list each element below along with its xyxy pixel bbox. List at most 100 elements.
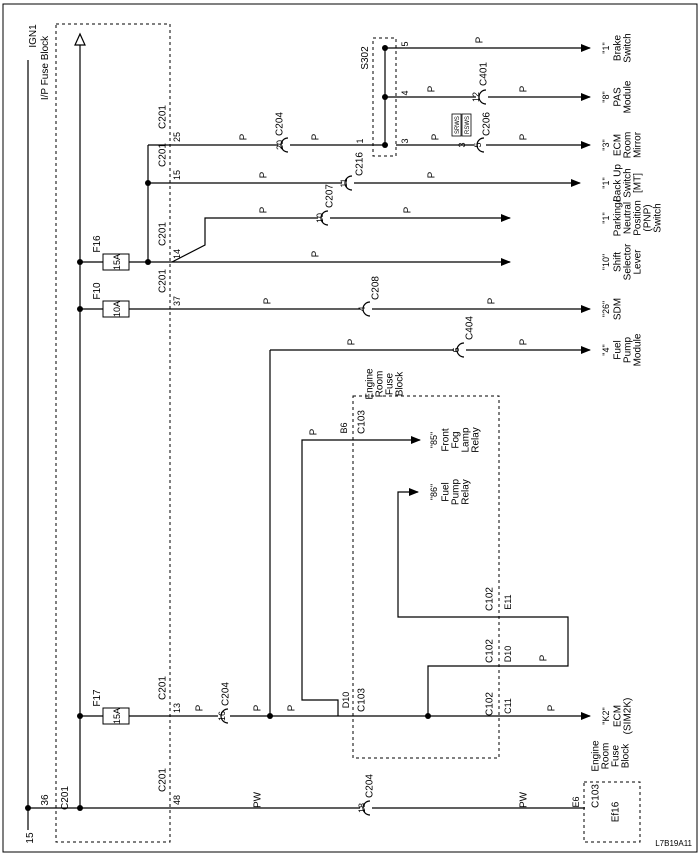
fuse-f16: F16 15A	[77, 235, 148, 271]
c201-pin: 14	[172, 249, 182, 259]
destination-name: Mirror	[633, 131, 644, 158]
connector-c204-c-name: C204	[365, 774, 376, 798]
junction-bus-bottom	[77, 805, 83, 811]
connector-c404-symbol	[456, 342, 465, 358]
c206-option-rsws: RSWS	[465, 116, 471, 134]
c201-label: C201	[158, 222, 169, 246]
destination-name: (SIM2K)	[623, 698, 634, 735]
relay-85-name: Front	[441, 428, 452, 452]
connector-c216-symbol	[344, 175, 353, 191]
fuse-f10-rating: 10A	[112, 301, 122, 317]
ef16-c103: C103	[591, 784, 602, 808]
connector-c401-name: C401	[479, 62, 490, 86]
fuse-f16-rating: 15A	[112, 254, 122, 270]
relay-86-name: Fuel	[441, 482, 452, 501]
wire-color-p: P	[403, 206, 414, 213]
relay-85-name: Relay	[471, 427, 482, 453]
ef16-block-outline	[583, 781, 641, 843]
connector-c204-b-pin: 16	[217, 711, 227, 721]
wire-color-pw: PW	[519, 791, 530, 808]
destination-name: PAS	[613, 87, 624, 107]
wire-color-p: P	[239, 133, 250, 140]
wire-d10-e11-loop	[397, 488, 569, 716]
c201-pin: 48	[172, 795, 182, 805]
destination-pin: "1"	[601, 177, 611, 188]
c201-pin: 13	[172, 703, 182, 713]
engine-room-fuse-block-title: Engine	[365, 368, 376, 400]
wire-color-p: P	[311, 133, 322, 140]
wire-color-p: P	[309, 428, 320, 435]
wire-color-p: P	[259, 171, 270, 178]
destination-name: Switch	[653, 203, 664, 232]
connector-c206-symbol	[476, 137, 485, 153]
connector-c207-pin: 10	[315, 213, 325, 223]
connector-c204-c-symbol	[362, 800, 371, 816]
c201-label: C201	[158, 143, 169, 167]
c206-option-srws: SRWS	[455, 116, 461, 134]
splice-pin-1: 1	[355, 138, 365, 143]
wire-color-p: P	[431, 133, 442, 140]
connector-c208-pin: 4	[357, 306, 367, 311]
wire-color-p: P	[195, 704, 206, 711]
fuse-f17: F17 15A	[77, 689, 218, 725]
destination-name: ECM	[613, 705, 624, 727]
splice-s302-outline	[372, 37, 397, 157]
engine-room-fuse-block-title: Block	[395, 371, 406, 396]
connector-c204-c-pin: 18	[357, 803, 367, 813]
wire-color-p: P	[259, 206, 270, 213]
er-c103-top: C103	[357, 410, 368, 434]
wire-color-p: P	[487, 297, 498, 304]
connector-c206-pin-b: 5	[473, 142, 483, 147]
page-number: 15	[25, 832, 36, 844]
connector-c404-pin: 6	[451, 347, 461, 352]
er-c102-d10: C102	[485, 639, 496, 663]
wire-color-p: P	[539, 654, 550, 661]
ip-fuse-block-label: I/P Fuse Block	[40, 35, 51, 100]
c206-option-srws-box	[451, 113, 462, 137]
er-pin-b6: B6	[339, 422, 349, 433]
destination-name: Room	[623, 132, 634, 159]
wire-color-p: P	[519, 338, 530, 345]
ign1-label: IGN1	[28, 24, 39, 48]
connector-c207-symbol	[320, 210, 329, 226]
destination-pin: "1"	[601, 212, 611, 223]
destination-name: Lever	[633, 249, 644, 275]
c201-pin: 37	[172, 296, 182, 306]
destination-name: Module	[623, 80, 634, 113]
relay-86-name: Relay	[461, 479, 472, 505]
engine-room-fuse-block-outline	[352, 395, 500, 759]
connector-c204-a-name: C204	[275, 112, 286, 136]
destination-name: Pump	[623, 337, 634, 364]
fuse-f10: F10 10A	[77, 282, 360, 318]
destination-pin: "8"	[601, 91, 611, 102]
wire-color-pw: PW	[253, 791, 264, 808]
destination-pin: "4"	[601, 344, 611, 355]
relay-85-pin: "85"	[429, 432, 439, 448]
wire-color-p: P	[287, 704, 298, 711]
ef16-block-title: Room	[601, 743, 612, 770]
destination-name: Brake	[613, 35, 624, 62]
er-pin-d10: D10	[503, 646, 513, 663]
destination-name: Module	[633, 333, 644, 366]
wire-color-p: P	[347, 338, 358, 345]
er-pin-c11: C11	[503, 698, 513, 714]
destination-pin: "K2"	[601, 707, 611, 724]
destination-name: (PNP)	[643, 204, 654, 231]
c201-label: C201	[158, 269, 169, 293]
diagram-border	[2, 3, 698, 853]
ip-pin-36: 36	[40, 794, 51, 806]
wire-foglamp	[301, 436, 421, 716]
destination-name: ECM	[613, 134, 624, 156]
connector-c206-pin-a: 3	[457, 142, 467, 147]
relay-85-name: Fog	[451, 431, 462, 448]
splice-pin-3: 3	[400, 138, 410, 143]
destination-pin: "10"	[601, 254, 611, 270]
fuse-f17-rating: 15A	[112, 708, 122, 724]
c206-option-rsws-box	[461, 113, 472, 137]
c201-label: C201	[158, 676, 169, 700]
destination-pin: "1"	[601, 42, 611, 53]
c201-label: C201	[158, 768, 169, 792]
wire-color-p: P	[519, 85, 530, 92]
